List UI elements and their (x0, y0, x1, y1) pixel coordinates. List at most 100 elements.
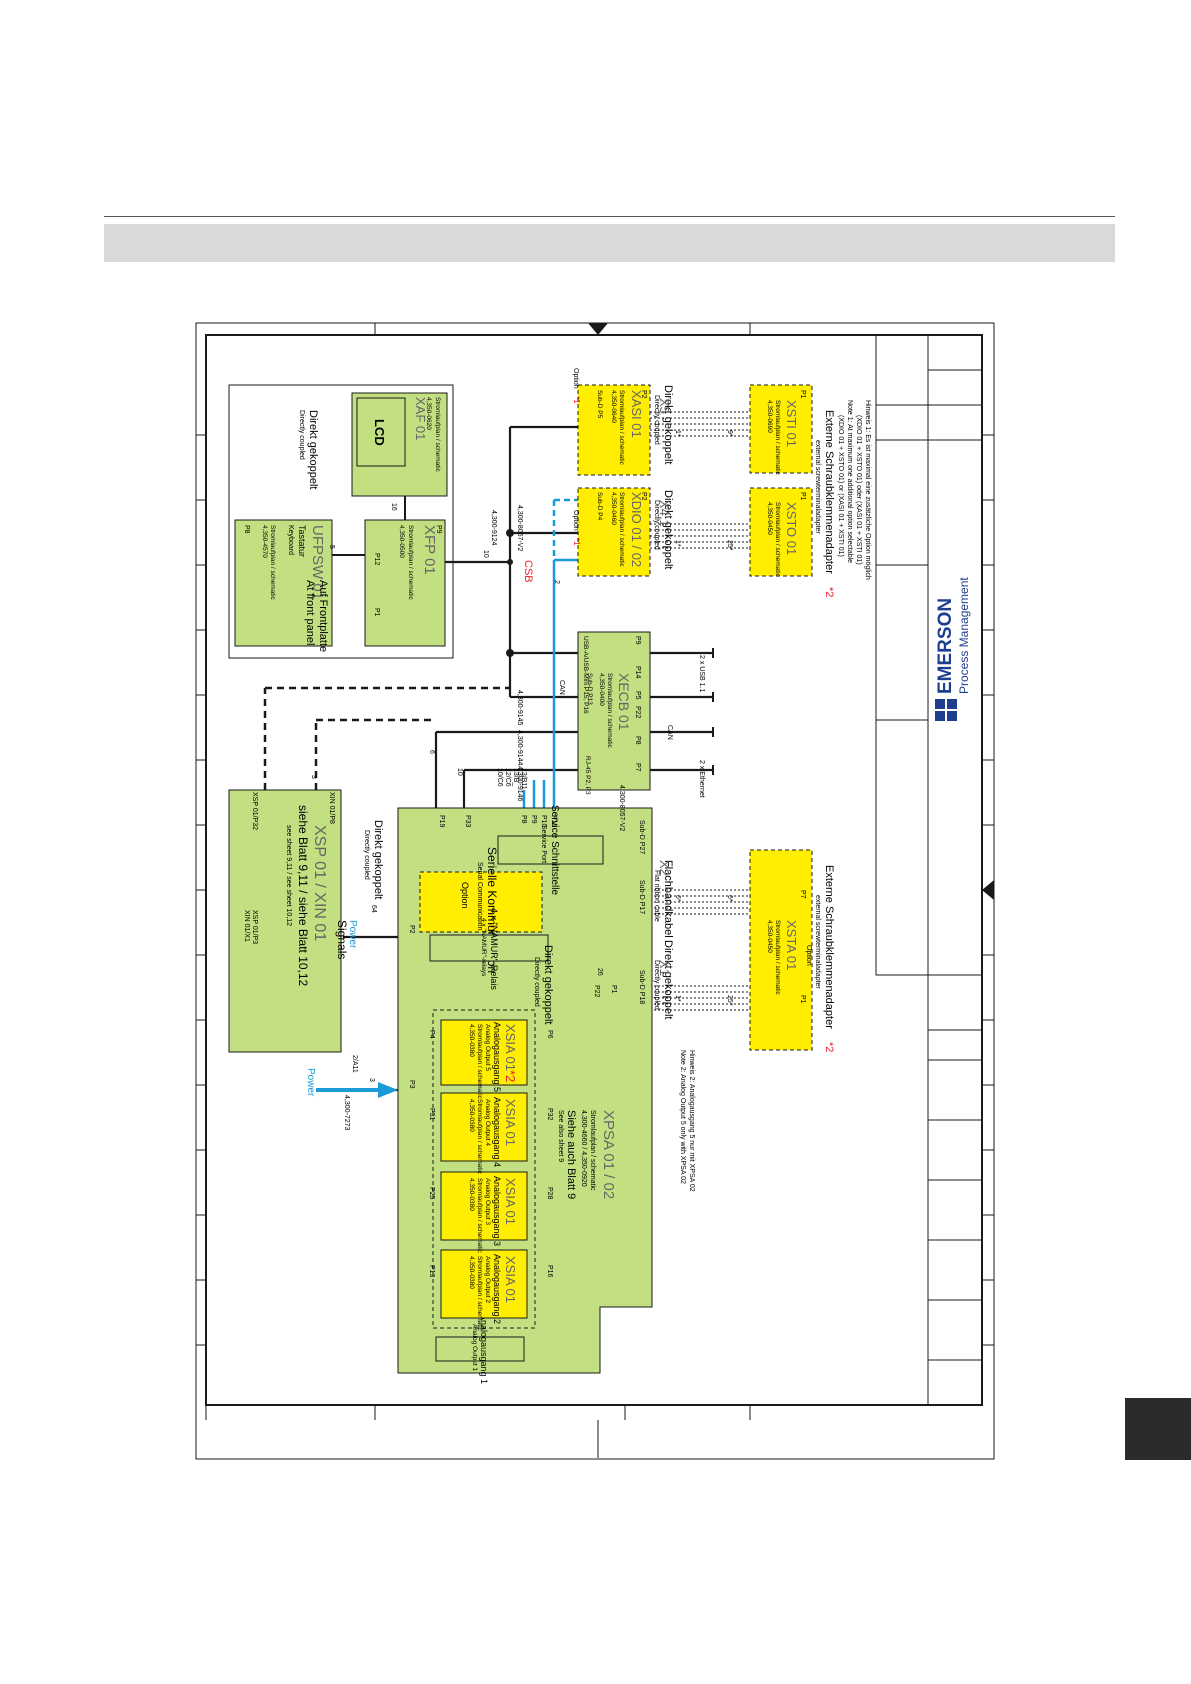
xfp-p1: P1 (373, 608, 380, 617)
xsia-ao3-en: Analog Output 3 (484, 1178, 491, 1225)
wire-8057-b: 4,300-8057-V2 (516, 505, 523, 551)
xdio-block (577, 487, 651, 577)
emerson-logo: EMERSON Process Management (935, 577, 971, 721)
csb-label: CSB (522, 560, 534, 583)
wire-26: 26 (596, 968, 603, 976)
xecb-p14: P14 (634, 666, 641, 679)
wire-10-a: 10 (482, 550, 489, 558)
note2-en: Note 2: Analog Output 5 only with XPSA 0… (679, 1050, 686, 1184)
xasi-sub2: 4,350-0640 (610, 390, 617, 423)
xaf-sub1: Stromlaufplan / schematic (434, 397, 441, 473)
xsia-ao5-en: Analog Output 5 (484, 1024, 491, 1071)
ext-adapter-lower: Externe Schraubklemmenadapter *2 externa… (805, 865, 835, 1052)
ext-upper-de: Externe Schraubklemmenadapter (823, 410, 835, 574)
ext-lower-en: external screwterminaladapter (814, 895, 821, 989)
flat-en: Flat ribbon cable (653, 870, 660, 922)
xsp-block (228, 789, 342, 1053)
xfp-title: XFP 01 (421, 525, 438, 575)
power-arrow-icon (378, 1082, 398, 1098)
xsta-p7: P7 (799, 890, 806, 899)
p8-label: P8 (520, 815, 527, 824)
xsia-ao2-sub2: 4,350-0380 (468, 1256, 475, 1289)
xsia-pins: P13 P16 P25 P28 P31 P32 P4 P6 (428, 1030, 553, 1278)
xsia-block-ao4 (440, 1092, 528, 1162)
xsia-ao3-ptop: P25 (428, 1187, 435, 1200)
xsia-ao4-de: Analogausgang 4 (492, 1097, 502, 1167)
pin-1-xdio: 1* (674, 540, 681, 547)
ufpsw-sub1: Tastatur (297, 525, 307, 557)
header-band (104, 224, 1115, 262)
x1-label: X1 (657, 960, 672, 976)
p19-label: P19 (438, 815, 445, 828)
wire-3-power: 3 (368, 1078, 375, 1082)
note1-en2: (XDIO 01 + XSTO 01) or (XASI 01 + XSTI 0… (837, 415, 844, 557)
pin-1-xasi: 1* (674, 430, 681, 437)
xsti-sub2: 4,350-0690 (766, 400, 773, 433)
logo-tagline: Process Management (957, 577, 971, 694)
xsp-xin-x1: XIN 01/X1 (243, 910, 250, 942)
wire-2: 2 (553, 580, 560, 584)
xsia-ao2-en: Analog Output 2 (484, 1256, 491, 1303)
xpsa-title: XPSA 01 / 02 (600, 1110, 617, 1199)
xsia-ao4-ptop: P31 (428, 1108, 435, 1121)
xaf-title: XAF 01 (413, 397, 428, 440)
pin-25-xdio: 25* (726, 540, 733, 551)
ethernet-label: 2 x Ethernet (698, 760, 705, 798)
can-label-2: CAN (666, 725, 673, 740)
lcd-screen (356, 397, 406, 467)
p2-label: P2 (408, 925, 415, 934)
usb-label: 2 x USB 1.1 (698, 655, 705, 692)
xsia-group-frame (432, 1009, 536, 1329)
xpsa-labels: XPSA 01 / 02 Stromlaufplan / schematic 4… (557, 1110, 617, 1199)
lcd-label: LCD (372, 419, 387, 446)
relays-en: 4 x "NAMUR"-relays (480, 918, 487, 977)
xsp-title: XSP 01 / XIN 01 (311, 825, 328, 941)
xsia-ao3-pbot: P28 (546, 1187, 553, 1200)
xsia-ao2-de: Analogausgang 2 (492, 1254, 502, 1324)
pin-9-xasi: 9* (726, 430, 733, 437)
xasi-title: XASI 01 (629, 390, 644, 438)
xsta-p1: P1 (799, 995, 806, 1004)
analog-output-1-block (435, 1336, 525, 1362)
power-label-bottom: Power (305, 1068, 316, 1097)
xecb-sub2: 4,350-0400 (598, 673, 605, 706)
xsp-xin-p8: XIN 01/P8 (328, 792, 335, 824)
ufpsw-sub3: Stromlaufplan / schematic (269, 525, 276, 601)
xsto-sub2: 4,350-0450 (766, 502, 773, 535)
xsia-block-ao3 (440, 1171, 528, 1241)
ufpsw-title: UFPSW 01 (309, 525, 326, 600)
p1-label: P1 (610, 985, 617, 994)
top-marker-icon (588, 323, 598, 335)
wire-16: 16 (390, 503, 397, 511)
xsto-p1: P1 (799, 492, 806, 501)
direct-xdio-de: Direkt gekoppelt (662, 490, 674, 570)
xasi-labels: XASI 01 Stromlaufplan / schematic 4,350-… (596, 390, 647, 466)
xsia-ao4-sub2: 4,350-0380 (468, 1099, 475, 1132)
note2-de: Hinweis 2: Analogausgang 5 nur mit XPSA … (688, 1050, 695, 1192)
direct-lower-de: Direkt gekoppelt (662, 940, 674, 1020)
pin-1-x1: 1* (674, 995, 681, 1002)
relays-de: 4 x "NAMUR"-Relais (489, 908, 499, 990)
xdio-option: Option (572, 510, 579, 531)
xsia-ao2-title: XSIA 01 (503, 1256, 518, 1303)
xasi-subd: Sub-D P5 (596, 390, 603, 419)
xasi-p2: P2 (640, 390, 647, 399)
front-panel-enclosure (228, 384, 454, 659)
direct-xasi-de: Direkt gekoppelt (662, 385, 674, 465)
wire-5: 5 (328, 545, 335, 549)
xsia-ao3-title: XSIA 01 (503, 1178, 518, 1225)
xdio-subd: Sub-D P4 (596, 492, 603, 521)
wire-7273: 4,300-7273 (343, 1095, 350, 1131)
xsto-title: XSTO 01 (784, 502, 799, 555)
junction-dots (506, 529, 514, 657)
xsti-block (749, 384, 813, 474)
ext-lower-star2: *2 (823, 1042, 835, 1052)
xsp-sub1: siehe Blatt 9,11 / siehe Blatt 10,12 (296, 805, 310, 987)
front-panel-de: Auf Frontplatte (317, 580, 329, 652)
top-marker-icon-2 (598, 323, 608, 335)
xfp-sub2: 4,350-0500 (398, 525, 405, 558)
xsia-direct-de: Direkt gekoppelt (542, 945, 554, 1025)
serial-comm-block (419, 871, 543, 933)
ext-upper-en: external screwterminaladapter (814, 440, 821, 534)
logo-brand: EMERSON (935, 598, 956, 694)
